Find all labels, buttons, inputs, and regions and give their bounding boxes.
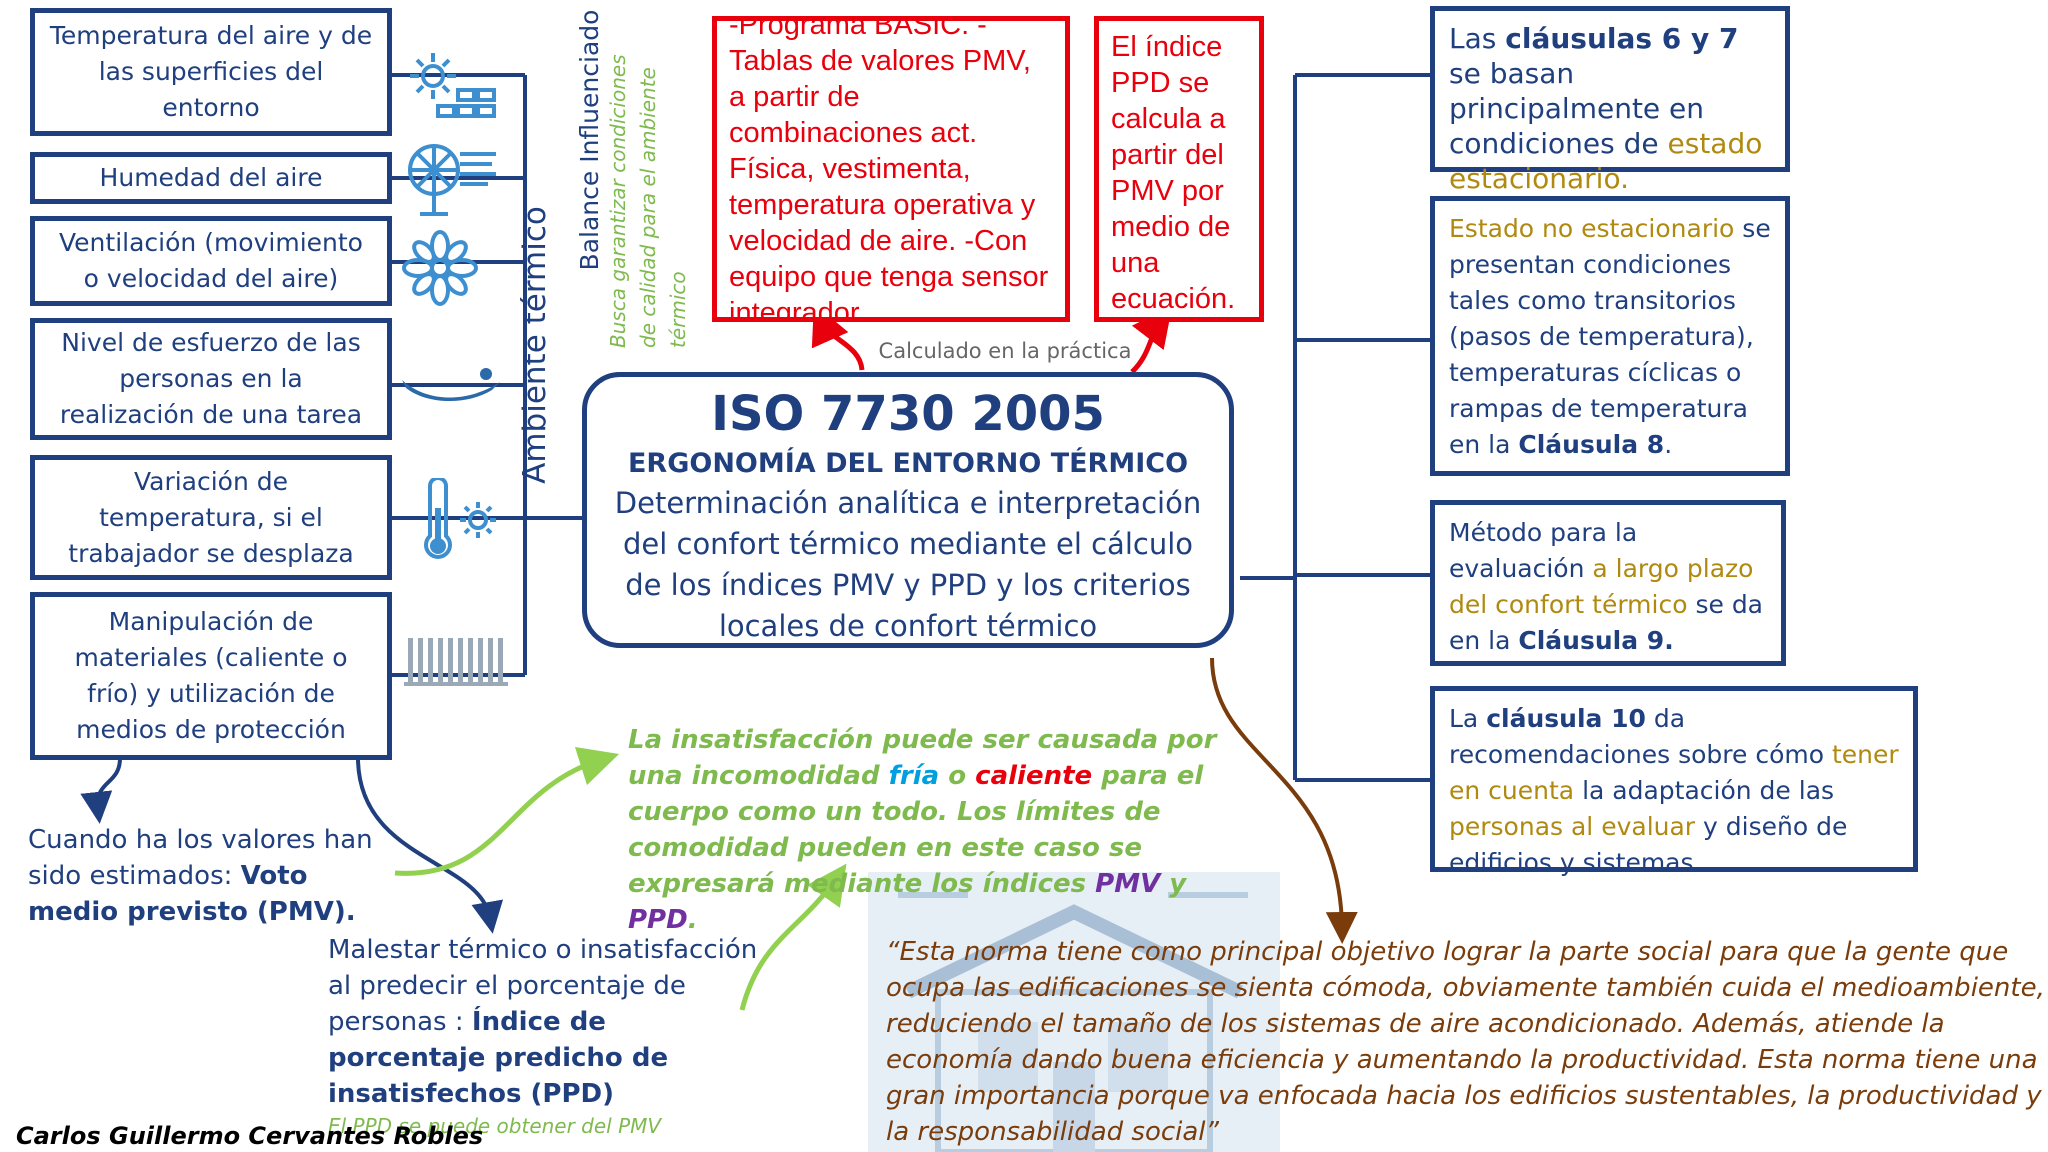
building-illustration — [868, 872, 1280, 1152]
thermometer-gear-icon — [418, 478, 498, 568]
right-box-clausula-8: Estado no estacionario se presentan cond… — [1430, 196, 1790, 476]
ventilation-fan-icon — [400, 228, 480, 308]
author-name: Carlos Guillermo Cervantes Robles — [16, 1122, 484, 1150]
left-box-manipulacion: Manipulación de materiales (caliente o f… — [30, 592, 392, 760]
center-body: Determinación analítica e interpretación… — [614, 486, 1202, 643]
calculado-label: Calculado en la práctica — [878, 339, 1132, 363]
ppd-text: Malestar térmico o insatisfacción al pre… — [328, 935, 758, 1138]
right-box-clausulas-6-7: Las cláusulas 6 y 7 se basan principalme… — [1430, 6, 1790, 195]
left-box-temperatura: Temperatura del aire y de las superficie… — [30, 8, 392, 136]
center-subtitle: ERGONOMÍA DEL ENTORNO TÉRMICO — [627, 448, 1189, 479]
red-box-ppd-ecuacion: El índice PPD se calcula a partir del PM… — [1094, 16, 1264, 322]
left-box-ventilacion: Ventilación (movimiento o velocidad del … — [30, 216, 392, 306]
quote-text: “Esta norma tiene como principal objetiv… — [886, 937, 2045, 1147]
pmv-text: Cuando ha los valores han sido estimados… — [28, 825, 373, 927]
center-iso-box: ISO 7730 2005 ERGONOMÍA DEL ENTORNO TÉRM… — [582, 372, 1234, 648]
left-box-esfuerzo: Nivel de esfuerzo de las personas en la … — [30, 318, 392, 440]
left-box-variacion: Variación de temperatura, si el trabajad… — [30, 455, 392, 580]
ppd-note: El PPD se puede obtener del PMV — [328, 1114, 662, 1138]
fan-humidity-icon — [400, 140, 500, 220]
insatisfaccion-text: La insatisfacción puede ser causada por … — [628, 725, 1217, 935]
left-box-humedad: Humedad del aire — [30, 152, 392, 204]
person-lying-icon — [396, 360, 506, 410]
radiator-icon — [404, 632, 514, 692]
red-box-metodos: -Programa BASIC. -Tablas de valores PMV,… — [712, 16, 1070, 322]
center-title: ISO 7730 2005 — [711, 386, 1105, 442]
right-box-clausula-9: Método para la evaluación a largo plazo … — [1430, 500, 1786, 666]
right-box-clausula-10: La cláusula 10 da recomendaciones sobre … — [1430, 686, 1918, 877]
thermometer-sun-icon — [408, 48, 498, 128]
